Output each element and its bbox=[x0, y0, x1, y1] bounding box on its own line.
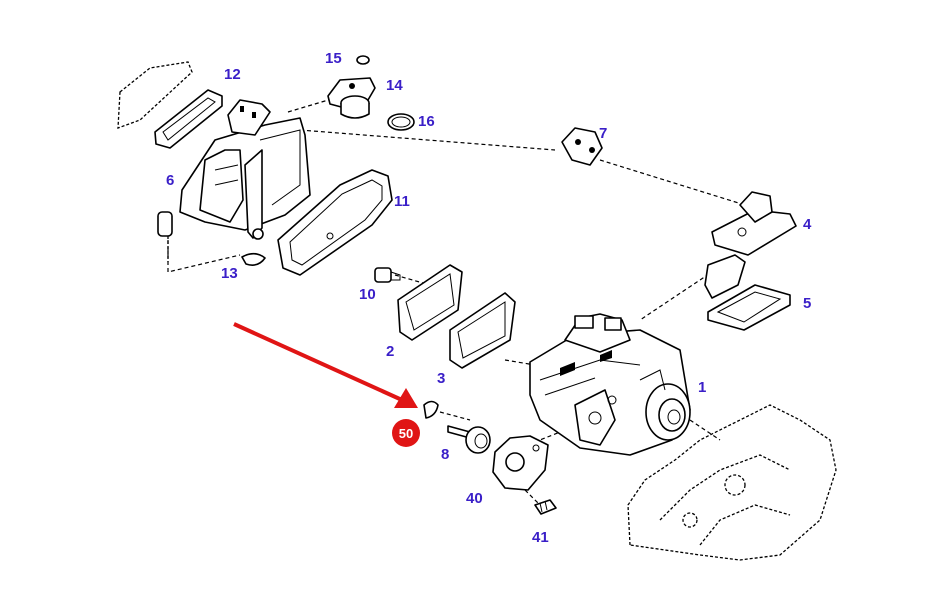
callout-1: 1 bbox=[698, 379, 706, 396]
part-11-cover-gasket bbox=[277, 169, 393, 276]
part-14-bracket bbox=[327, 77, 376, 119]
callout-2: 2 bbox=[386, 343, 394, 360]
part-6-housing bbox=[157, 99, 311, 262]
callout-14: 14 bbox=[386, 77, 403, 94]
part-10-plug bbox=[374, 267, 401, 283]
callout-6: 6 bbox=[166, 172, 174, 189]
engine-block-outline bbox=[627, 404, 837, 561]
callout-8: 8 bbox=[441, 446, 449, 463]
callout-3: 3 bbox=[437, 370, 445, 387]
callout-4: 4 bbox=[803, 216, 812, 233]
callout-15: 15 bbox=[325, 50, 342, 67]
part-50-clip bbox=[423, 400, 439, 419]
part-4-cover bbox=[704, 191, 797, 299]
callout-13: 13 bbox=[221, 265, 238, 282]
callout-7: 7 bbox=[599, 125, 607, 142]
part-5-gasket bbox=[707, 284, 791, 331]
callout-labels: 1 2 3 4 5 6 7 8 10 11 12 13 14 15 16 40 … bbox=[166, 50, 812, 546]
part-40-housing bbox=[492, 435, 549, 491]
part-15-ring bbox=[356, 55, 370, 65]
badge-label: 50 bbox=[399, 426, 413, 441]
part-41-bolt bbox=[534, 499, 557, 515]
part-13-clip bbox=[241, 252, 266, 266]
part-2-gasket bbox=[397, 264, 463, 341]
part-16-o-ring bbox=[387, 113, 415, 131]
callout-40: 40 bbox=[466, 490, 483, 507]
callout-16: 16 bbox=[418, 113, 435, 130]
callout-12: 12 bbox=[224, 66, 241, 83]
part-12-gasket bbox=[117, 61, 223, 149]
part-8-shaft bbox=[447, 425, 491, 454]
callout-5: 5 bbox=[803, 295, 811, 312]
part-1-injection-pump bbox=[529, 313, 691, 456]
callout-41: 41 bbox=[532, 529, 549, 546]
callout-10: 10 bbox=[359, 286, 376, 303]
part-3-gasket bbox=[449, 292, 516, 369]
part-7-bracket bbox=[561, 127, 603, 166]
highlight-arrow bbox=[233, 322, 418, 408]
highlight-badge-50: 50 bbox=[392, 419, 420, 447]
callout-11: 11 bbox=[394, 193, 410, 210]
